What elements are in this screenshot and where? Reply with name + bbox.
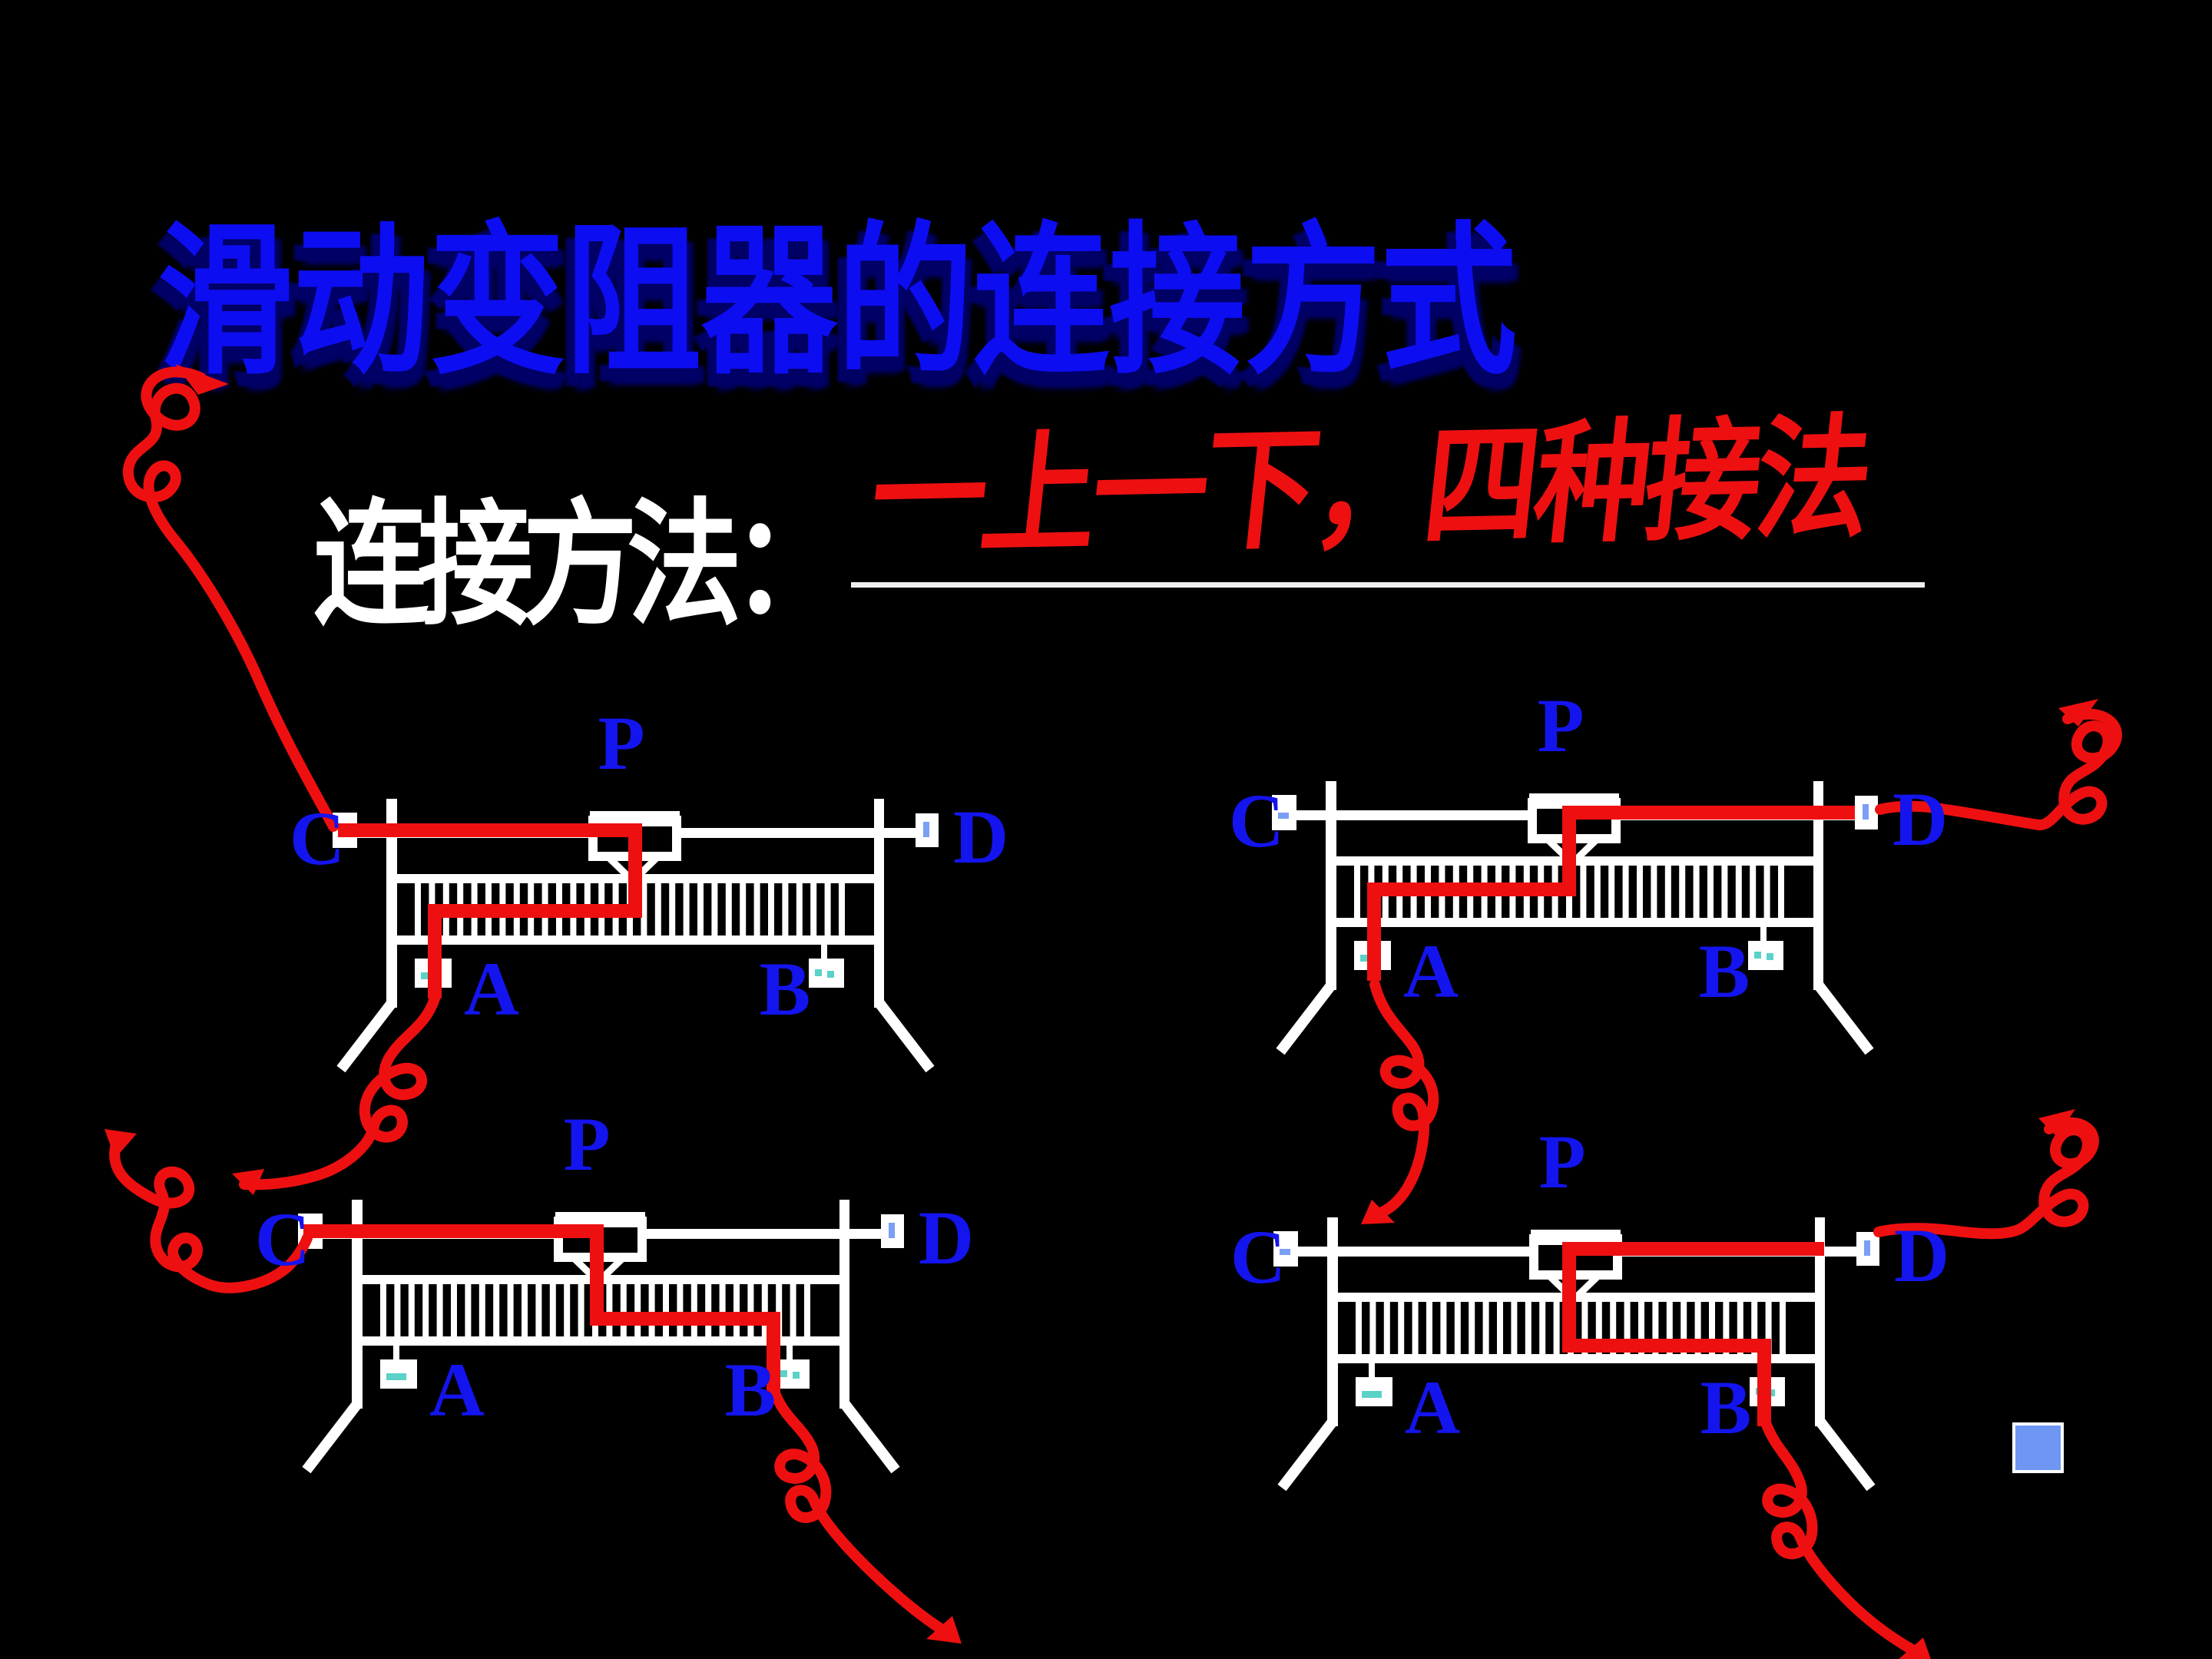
slide-title: 滑动变阻器的连接方式 (157, 213, 1518, 394)
lead-wire-in (1875, 708, 2122, 830)
lead-wire-out (1761, 1419, 1918, 1655)
lead-wire-out-flare (232, 1169, 264, 1195)
diagram4-terminal-A-label: A (1404, 1365, 1461, 1450)
rheostat-bottom-right (1273, 1217, 1879, 1492)
lead-wire-in (109, 1136, 313, 1293)
lead-wire-in-flare (2058, 699, 2098, 727)
lead-wire-out (1369, 979, 1439, 1217)
diagram2-terminal-A-label: A (1402, 929, 1459, 1014)
lead-wire-in (1873, 1117, 2099, 1240)
lead-wire-out-flare (1899, 1637, 1931, 1659)
diagram1-terminal-B-label: B (759, 946, 811, 1031)
diagram4-terminal-D-label: D (1893, 1213, 1950, 1298)
lead-wires-top-left (123, 364, 440, 1195)
lead-wire-in-flare (175, 364, 229, 395)
diagram4-wiper-label: P (1538, 1119, 1586, 1204)
current-path-D-A (1367, 806, 1855, 981)
current-path-C-A (338, 823, 642, 998)
prompt-text: 连接方法： (313, 491, 846, 642)
diagram3-terminal-A-label: A (429, 1347, 485, 1432)
diagram1-terminal-D-label: D (952, 794, 1009, 879)
diagram1-terminal-A-label: A (463, 946, 520, 1031)
diagram2-terminal-B-label: B (1698, 929, 1750, 1014)
lead-wire-out-flare (926, 1616, 962, 1644)
diagram3-terminal-C-label: C (254, 1197, 311, 1282)
lead-wire-out-flare (1361, 1200, 1395, 1224)
diagram2-terminal-D-label: D (1892, 777, 1949, 862)
diagram2-terminal-C-label: C (1228, 778, 1285, 863)
lead-wire-out (770, 1389, 945, 1634)
rheostat-top-right (1272, 781, 1878, 1055)
lead-wires-bottom-left (104, 1129, 962, 1644)
diagram4-terminal-C-label: C (1230, 1214, 1286, 1300)
diagram2-wiper-label: P (1537, 683, 1584, 768)
lead-wire-in-flare (104, 1129, 137, 1158)
diagram3-wiper-label: P (563, 1101, 611, 1187)
answer-underline (851, 582, 1925, 588)
lead-wires-bottom-right (1761, 1109, 2099, 1659)
lead-wire-in-flare (2038, 1109, 2075, 1137)
diagram1-terminal-C-label: C (289, 796, 346, 881)
rheostat-top-left (333, 799, 939, 1073)
diagram3-terminal-B-label: B (724, 1347, 777, 1432)
diagram4-terminal-B-label: B (1700, 1365, 1752, 1450)
current-path-D-B (1562, 1242, 1824, 1426)
next-slide-button[interactable] (2012, 1422, 2064, 1473)
current-path-C-B (303, 1224, 780, 1393)
lead-wires-top-right (1361, 699, 2122, 1224)
lead-wire-out (239, 993, 440, 1190)
diagram1-wiper-label: P (598, 700, 645, 786)
diagram3-terminal-D-label: D (918, 1195, 975, 1280)
lead-wire-in (123, 366, 339, 832)
rheostat-bottom-left (298, 1200, 904, 1474)
